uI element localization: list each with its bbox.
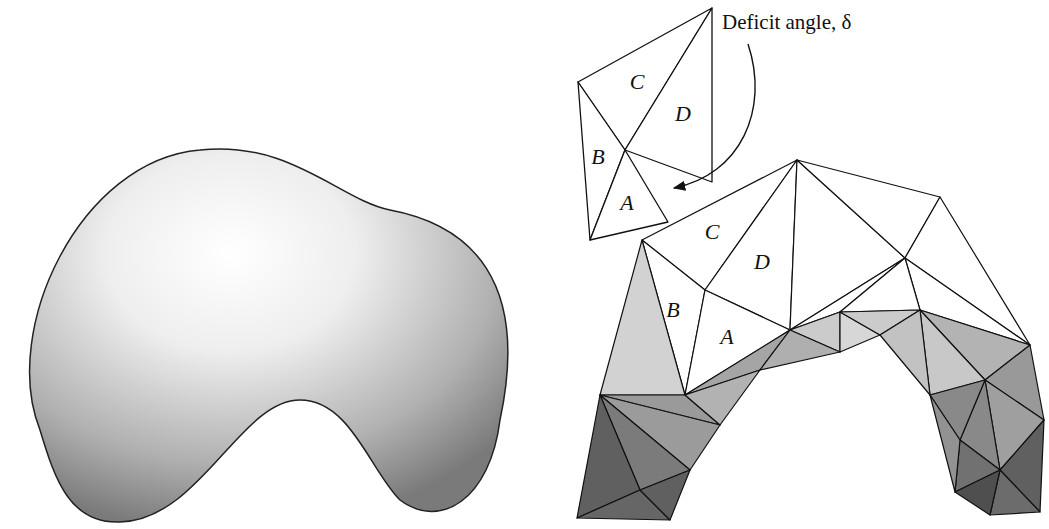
mesh-triangle	[840, 258, 920, 312]
inset-triangle	[625, 8, 712, 182]
mesh-triangle	[600, 240, 685, 395]
triangle-letter: B	[591, 146, 604, 168]
triangle-letter: C	[705, 221, 720, 243]
triangle-letter: A	[720, 326, 733, 348]
smooth-surface	[30, 149, 508, 522]
triangle-letter: C	[630, 71, 645, 93]
mesh-triangle	[640, 470, 690, 520]
angle-caption: Deficit angle, δ	[722, 12, 851, 33]
unfolded-triangles	[578, 8, 712, 240]
triangle-letter: D	[675, 103, 691, 125]
triangle-letter: D	[754, 251, 770, 273]
triangle-letter: B	[666, 299, 679, 321]
triangle-letter: A	[620, 192, 633, 214]
mesh-triangle	[880, 310, 930, 395]
mesh-triangle	[930, 395, 960, 492]
mesh-triangle	[955, 470, 1000, 515]
mesh-triangle	[685, 370, 760, 425]
mesh-triangle	[760, 330, 840, 370]
deficit-arrow	[674, 44, 755, 188]
